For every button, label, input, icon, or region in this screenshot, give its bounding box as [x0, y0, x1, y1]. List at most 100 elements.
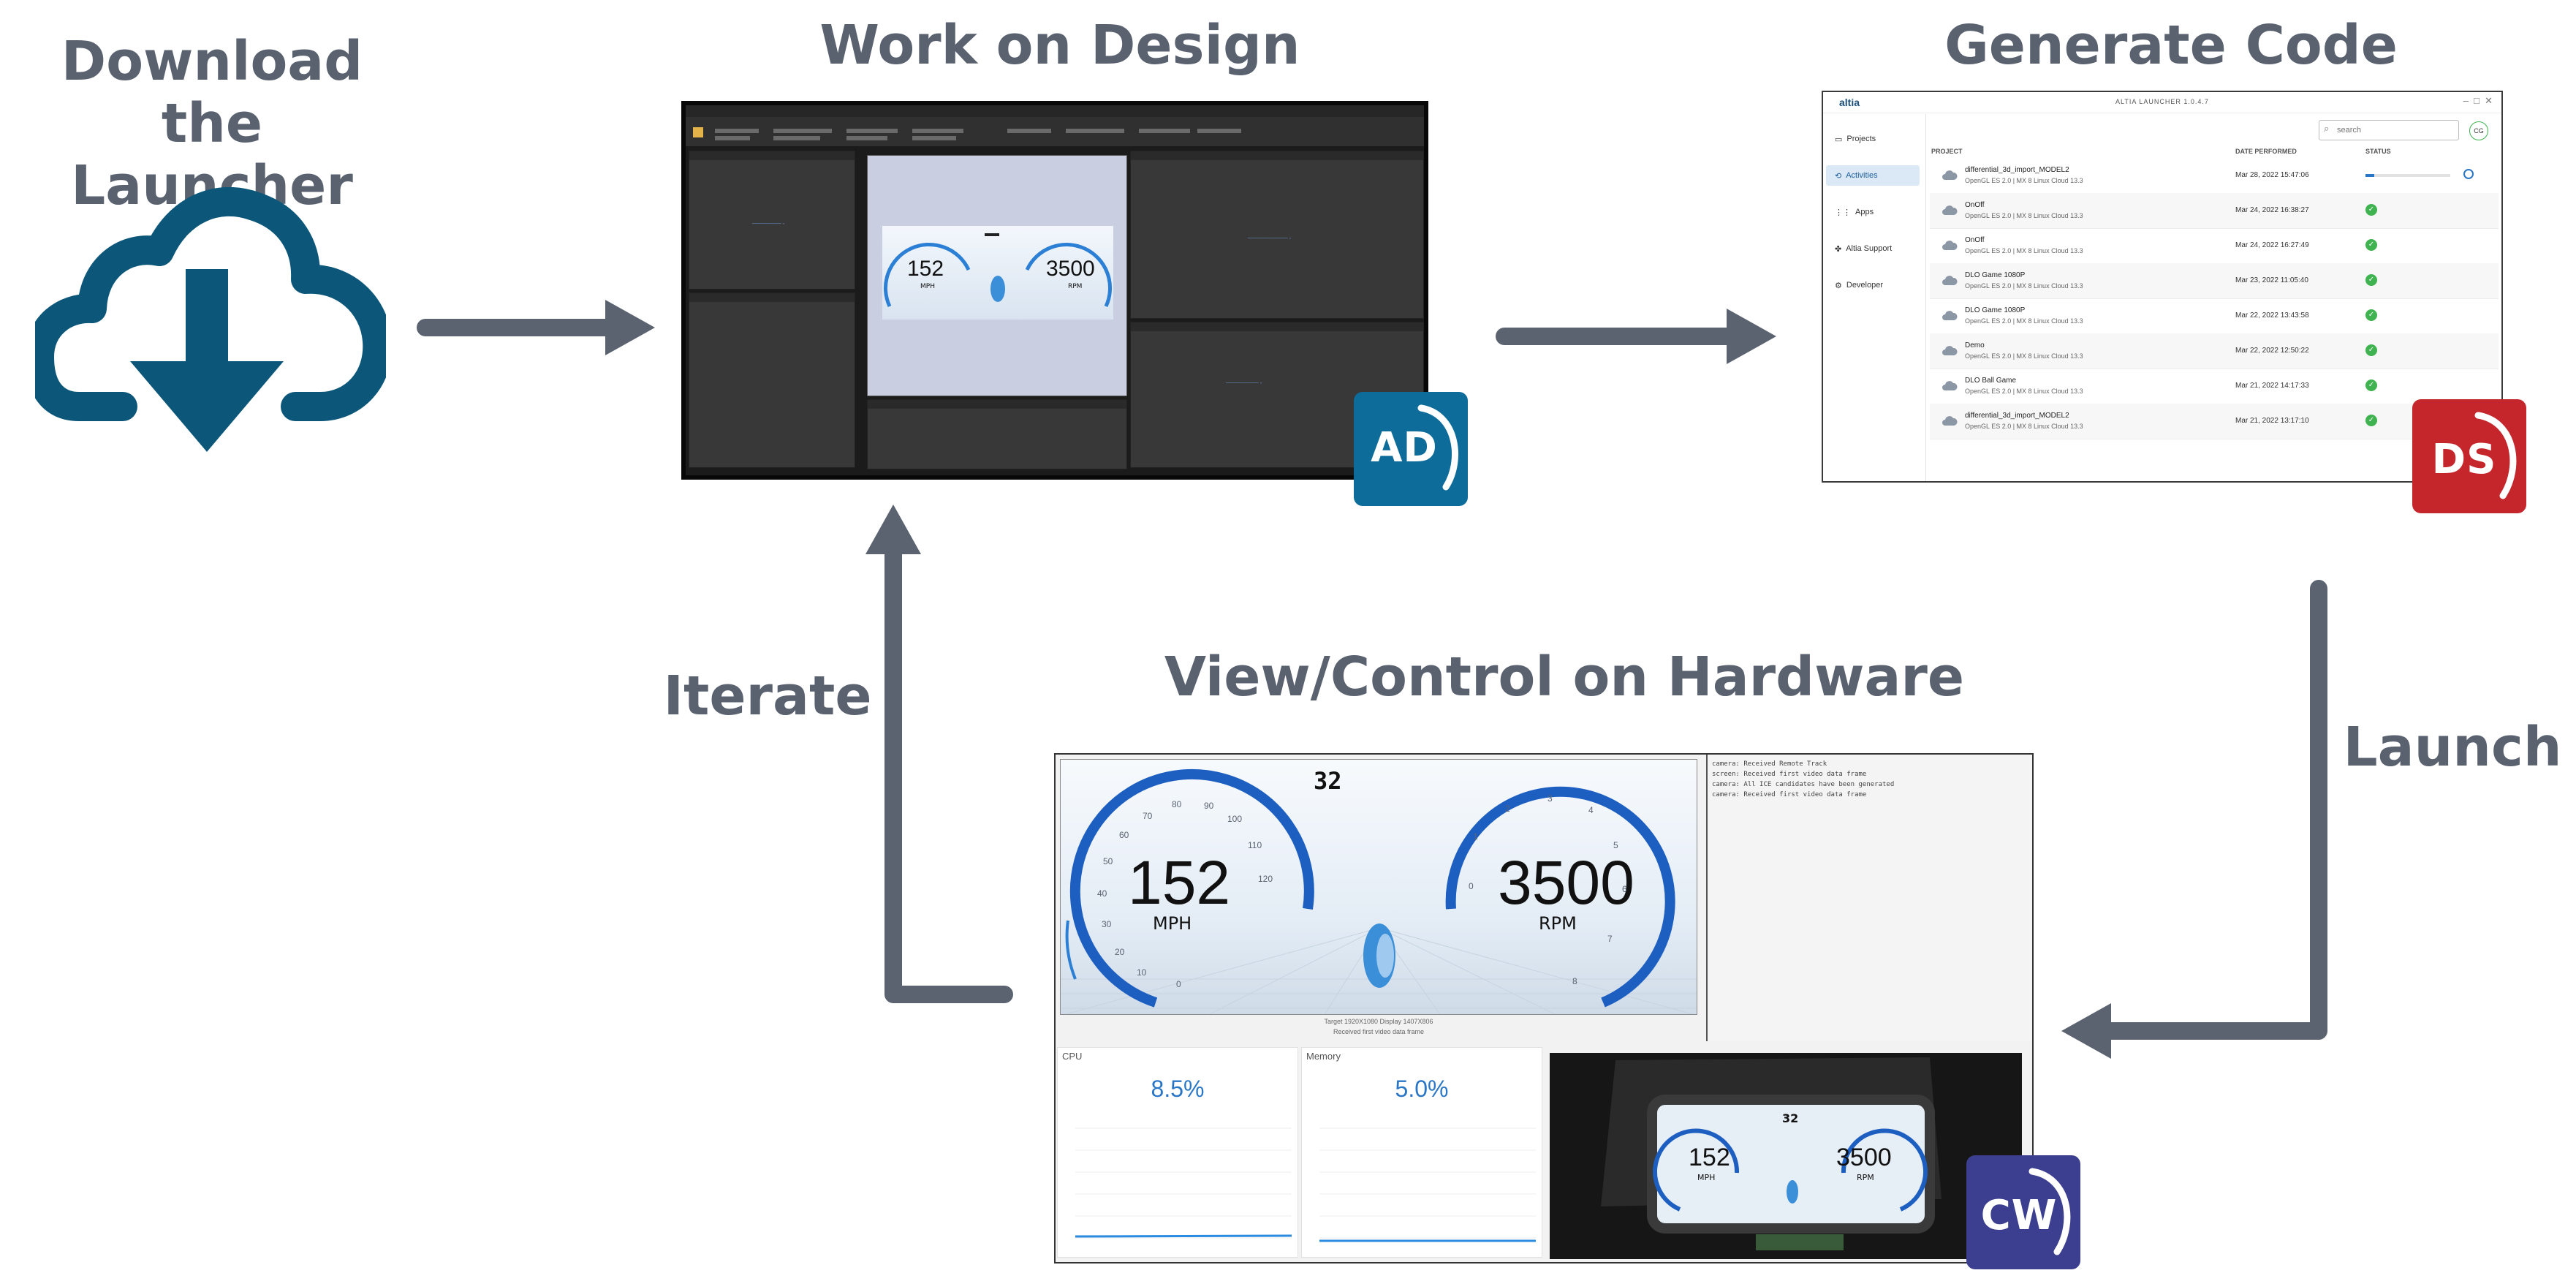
- photo-scene: [1550, 1053, 2022, 1259]
- search-icon: ⌕: [2324, 124, 2330, 135]
- hw-speed-unit: MPH: [1153, 913, 1192, 934]
- launcher-sidebar: ▭Projects ⟲Activities ⋮⋮Apps ✤Altia Supp…: [1823, 114, 1926, 481]
- cancel-icon[interactable]: [2463, 169, 2474, 179]
- hw-speed-value: 152: [1128, 848, 1231, 917]
- user-avatar[interactable]: CG: [2469, 121, 2488, 140]
- launcher-brand: altia: [1839, 97, 1860, 108]
- ds-badge-label: DS: [2431, 436, 2497, 483]
- photo-rpm-value: 3500: [1836, 1144, 1892, 1171]
- cpu-value: 8.5%: [1151, 1076, 1205, 1102]
- ad-swoosh-icon: [1417, 404, 1458, 491]
- log-line: camera: All ICE candidates have been gen…: [1712, 781, 1895, 788]
- memory-panel: Memory 5.0%: [1301, 1047, 1542, 1258]
- cpu-label: CPU: [1062, 1051, 1083, 1062]
- design-speed-unit: MPH: [920, 283, 935, 290]
- column-status[interactable]: STATUS: [2365, 148, 2391, 155]
- launcher-title: ALTIA LAUNCHER 1.0.4.7: [2115, 98, 2209, 105]
- cloud-icon: [1942, 311, 1958, 320]
- step-design-title: Work on Design: [819, 14, 1300, 77]
- step-launch-label: Launch: [2343, 716, 2562, 779]
- photo-speed-unit: MPH: [1697, 1173, 1716, 1182]
- speed-tick: 110: [1248, 840, 1262, 850]
- ds-badge: DS: [2412, 399, 2526, 513]
- log-line: camera: Received first video data frame: [1712, 791, 1867, 798]
- speed-tick: 90: [1204, 801, 1214, 811]
- cpu-panel: CPU 8.5%: [1057, 1047, 1298, 1258]
- table-row[interactable]: differential_3d_import_MODEL2 OpenGL ES …: [1930, 158, 2499, 194]
- check-icon: ✓: [2365, 344, 2377, 356]
- ds-swoosh-icon: [2474, 412, 2517, 499]
- table-row[interactable]: DLO Game 1080P OpenGL ES 2.0 | MX 8 Linu…: [1930, 298, 2499, 334]
- table-row[interactable]: Demo OpenGL ES 2.0 | MX 8 Linux Cloud 13…: [1930, 333, 2499, 369]
- table-row[interactable]: differential_3d_import_MODEL2 OpenGL ES …: [1930, 404, 2499, 439]
- ad-badge: AD: [1354, 392, 1468, 506]
- check-icon: ✓: [2365, 204, 2377, 216]
- memory-value: 5.0%: [1395, 1076, 1449, 1102]
- support-icon: ✤: [1835, 244, 1842, 254]
- search-input[interactable]: [2336, 123, 2455, 137]
- cw-swoosh-icon: [2028, 1168, 2071, 1255]
- hw-rpm-unit: RPM: [1539, 913, 1577, 934]
- photo-speed-value: 152: [1689, 1144, 1730, 1171]
- activity-table: differential_3d_import_MODEL2 OpenGL ES …: [1823, 158, 2503, 480]
- speed-tick: 40: [1097, 888, 1107, 899]
- log-line: screen: Received first video data frame: [1712, 771, 1867, 778]
- toolbar-icons: [693, 127, 1241, 140]
- photo-rpm-unit: RPM: [1857, 1173, 1874, 1182]
- design-dashboard-preview: 152 MPH 3500 RPM: [882, 226, 1113, 320]
- design-left-panel-top: ──────── ◦: [689, 151, 855, 290]
- design-left-panel-bottom: [689, 292, 855, 468]
- rpm-tick: 5: [1613, 840, 1618, 850]
- speed-tick: 120: [1258, 874, 1273, 884]
- log-line: camera: Received Remote Track: [1712, 760, 1827, 768]
- cpu-graph: [1075, 1127, 1292, 1239]
- photo-gear: 32: [1782, 1111, 1799, 1125]
- sidebar-item-activities[interactable]: ⟲Activities: [1826, 165, 1920, 186]
- sidebar-item-apps[interactable]: ⋮⋮Apps: [1835, 208, 1874, 217]
- cw-badge-label: CW: [1980, 1192, 2058, 1239]
- sidebar-item-developer[interactable]: ⚙Developer: [1835, 281, 1884, 290]
- cloud-icon: [1942, 241, 1958, 250]
- folder-icon: ▭: [1835, 135, 1843, 144]
- check-icon: ✓: [2365, 379, 2377, 391]
- cloud-icon: [1942, 170, 1958, 180]
- table-row[interactable]: OnOff OpenGL ES 2.0 | MX 8 Linux Cloud 1…: [1930, 193, 2499, 229]
- sidebar-item-support[interactable]: ✤Altia Support: [1835, 244, 1893, 254]
- memory-graph: [1319, 1127, 1536, 1242]
- speed-tick: 10: [1137, 967, 1147, 978]
- hardware-photo: 32 152 MPH 3500 RPM: [1550, 1053, 2022, 1259]
- cloud-icon: [1942, 381, 1958, 390]
- cloud-icon: [1942, 346, 1958, 355]
- table-row[interactable]: DLO Game 1080P OpenGL ES 2.0 | MX 8 Linu…: [1930, 263, 2499, 299]
- hw-log-panel: camera: Received Remote Track screen: Re…: [1706, 755, 2032, 1041]
- progress-bar: [2365, 174, 2450, 177]
- rpm-tick: 6: [1622, 884, 1627, 894]
- developer-icon: ⚙: [1835, 281, 1842, 290]
- cw-badge: CW: [1966, 1155, 2080, 1269]
- arrow-iterate: [884, 540, 1013, 1003]
- hw-caption-target: Target 1920X1080 Display 1407X806: [1324, 1018, 1433, 1025]
- hardware-dashboard: 32 152 MPH 3500 RPM 0 10 20 30 40 50 60 …: [1060, 759, 1697, 1015]
- check-icon: ✓: [2365, 309, 2377, 321]
- ad-badge-label: AD: [1371, 424, 1438, 472]
- design-rpm-unit: RPM: [1068, 283, 1083, 290]
- speed-tick: 30: [1102, 919, 1112, 929]
- rpm-tick: 0: [1469, 881, 1474, 891]
- step-hardware-title: View/Control on Hardware: [1164, 646, 1965, 709]
- design-gauges: [884, 233, 1112, 308]
- step-iterate-label: Iterate: [663, 665, 872, 728]
- sidebar-item-projects[interactable]: ▭Projects: [1835, 135, 1876, 144]
- design-canvas: 152 MPH 3500 RPM: [867, 155, 1127, 396]
- design-editor-screenshot: ──────── ◦ 152 MPH 3500 RPM ─────────── …: [681, 101, 1428, 480]
- hardware-view-screenshot: 32 152 MPH 3500 RPM 0 10 20 30 40 50 60 …: [1054, 753, 2034, 1263]
- design-toolbar: [686, 117, 1424, 147]
- cloud-icon: [1942, 276, 1958, 285]
- launcher-search[interactable]: ⌕: [2319, 120, 2459, 140]
- column-date[interactable]: DATE PERFORMED: [2235, 148, 2297, 155]
- window-controls[interactable]: – □ ✕: [2463, 95, 2493, 106]
- column-project[interactable]: PROJECT: [1931, 148, 1963, 155]
- grid-icon: ⋮⋮: [1835, 208, 1851, 217]
- rpm-tick: 3: [1548, 793, 1553, 804]
- table-row[interactable]: OnOff OpenGL ES 2.0 | MX 8 Linux Cloud 1…: [1930, 228, 2499, 264]
